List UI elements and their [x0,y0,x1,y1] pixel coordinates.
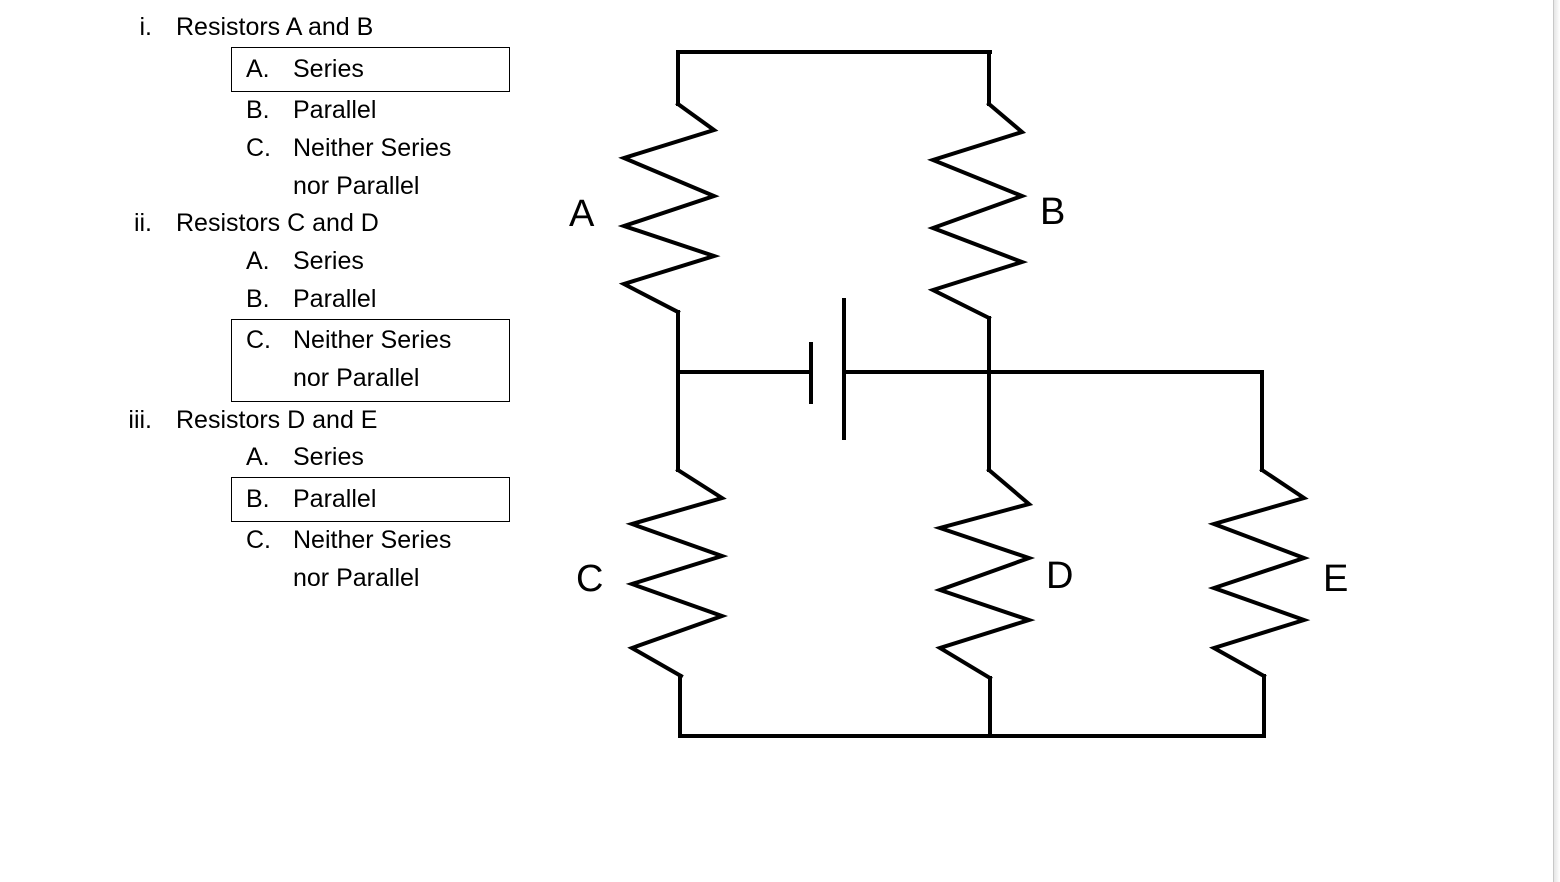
label-a: A [569,193,595,235]
resistor-d [933,467,1036,681]
option-letter: A. [246,443,270,471]
option-text-continued: nor Parallel [293,172,420,200]
option-text: Neither Series [293,326,452,354]
option-text: Neither Series [293,526,452,554]
selected-answer-box-1 [231,47,510,92]
question-1-number: i. [139,13,153,41]
option-text: Neither Series [293,134,452,162]
label-d: D [1046,555,1073,597]
option-letter: C. [246,134,271,162]
option-letter: B. [246,285,270,313]
page-edge [1553,0,1554,882]
question-3-prompt: Resistors D and E [176,406,378,434]
option-text: Parallel [293,285,377,313]
option-letter: C. [246,326,271,354]
option-text: Parallel [293,96,377,124]
option-letter: A. [246,247,270,275]
option-text: Series [293,443,364,471]
option-letter: A. [246,55,270,83]
option-text-continued: nor Parallel [293,564,420,592]
option-letter: B. [246,485,270,513]
option-text: Parallel [293,485,377,513]
resistor-e [1207,467,1311,679]
page-edge-shadow [1554,0,1560,882]
resistor-b [927,101,1029,321]
selected-answer-box-3 [231,477,510,522]
resistor-c [625,467,729,679]
resistor-a [617,101,721,315]
question-3-number: iii. [128,406,152,434]
label-e: E [1323,558,1348,600]
option-text: Series [293,247,364,275]
option-text: Series [293,55,364,83]
option-letter: B. [246,96,270,124]
label-b: B [1040,191,1065,233]
label-c: C [576,558,603,600]
question-1-prompt: Resistors A and B [176,13,374,41]
selected-answer-box-2 [231,319,510,402]
option-text-continued: nor Parallel [293,364,420,392]
question-2-prompt: Resistors C and D [176,209,379,237]
option-letter: C. [246,526,271,554]
question-2-number: ii. [133,209,152,237]
